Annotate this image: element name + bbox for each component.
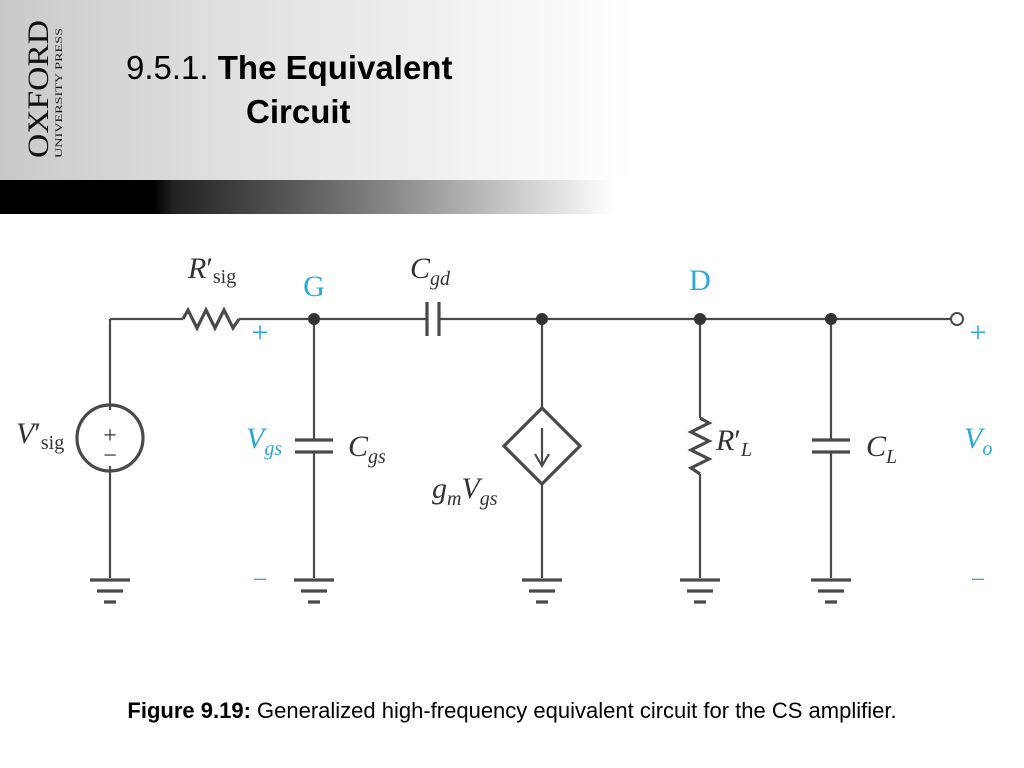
ground-dep — [522, 578, 562, 604]
figure-label: Figure 9.19: — [127, 698, 251, 723]
label-vgs: Vgs — [246, 422, 282, 460]
vgs-minus: − — [253, 565, 268, 594]
label-gmvgs: gmVgs — [432, 472, 498, 510]
vgs-plus: + — [252, 316, 269, 349]
current-arrow — [534, 428, 550, 469]
junction-dep — [536, 313, 548, 325]
dependent-current-source — [501, 405, 583, 487]
capacitor-cl — [812, 438, 850, 454]
capacitor-cgs — [295, 438, 333, 454]
ground-symbols — [90, 578, 851, 604]
junction-d — [694, 313, 706, 325]
header-band — [0, 0, 1024, 180]
oxford-logo-subline: UNIVERSITY PRESS — [54, 28, 64, 158]
source-minus: − — [103, 443, 117, 469]
label-cl: CL — [866, 430, 897, 468]
junction-g — [308, 313, 320, 325]
title-line1: The Equivalent — [217, 49, 453, 86]
header-stripe — [0, 180, 1024, 214]
section-number: 9.5.1. — [126, 49, 209, 86]
oxford-logo: OXFORD UNIVERSITY PRESS — [22, 20, 64, 158]
title-line2: Circuit — [246, 93, 351, 130]
vo-minus: − — [971, 565, 986, 594]
node-label-g: G — [303, 270, 325, 303]
label-rsig: R′sig — [187, 252, 236, 288]
resistor-rsig — [181, 306, 241, 332]
label-cgd: Cgd — [410, 252, 451, 290]
source-plus: + — [103, 423, 117, 449]
ground-cgs — [294, 578, 334, 604]
capacitor-cgd — [425, 302, 441, 336]
label-vsig: V′sig — [16, 417, 64, 454]
ground-cl — [811, 578, 851, 604]
equivalent-circuit-diagram: + − G D R′sig Cgd + − V′sig Vgs Cgs gmVg… — [16, 252, 992, 604]
slide-title: 9.5.1. The Equivalent Circuit — [126, 46, 452, 134]
voltage-source-vsig — [75, 403, 145, 473]
figure-caption: Figure 9.19: Generalized high-frequency … — [0, 698, 1024, 724]
ground-source — [90, 578, 130, 604]
label-rl: R′L — [715, 424, 752, 461]
wires — [108, 317, 952, 578]
node-label-d: D — [689, 264, 711, 297]
output-terminal — [950, 312, 964, 326]
vo-plus: + — [970, 316, 987, 349]
label-cgs: Cgs — [348, 430, 386, 468]
junction-cl — [825, 313, 837, 325]
resistor-rl — [687, 416, 713, 476]
oxford-logo-name: OXFORD — [22, 20, 55, 158]
figure-text: Generalized high-frequency equivalent ci… — [250, 698, 897, 723]
label-vo: Vo — [964, 422, 992, 460]
ground-rl — [680, 578, 720, 604]
